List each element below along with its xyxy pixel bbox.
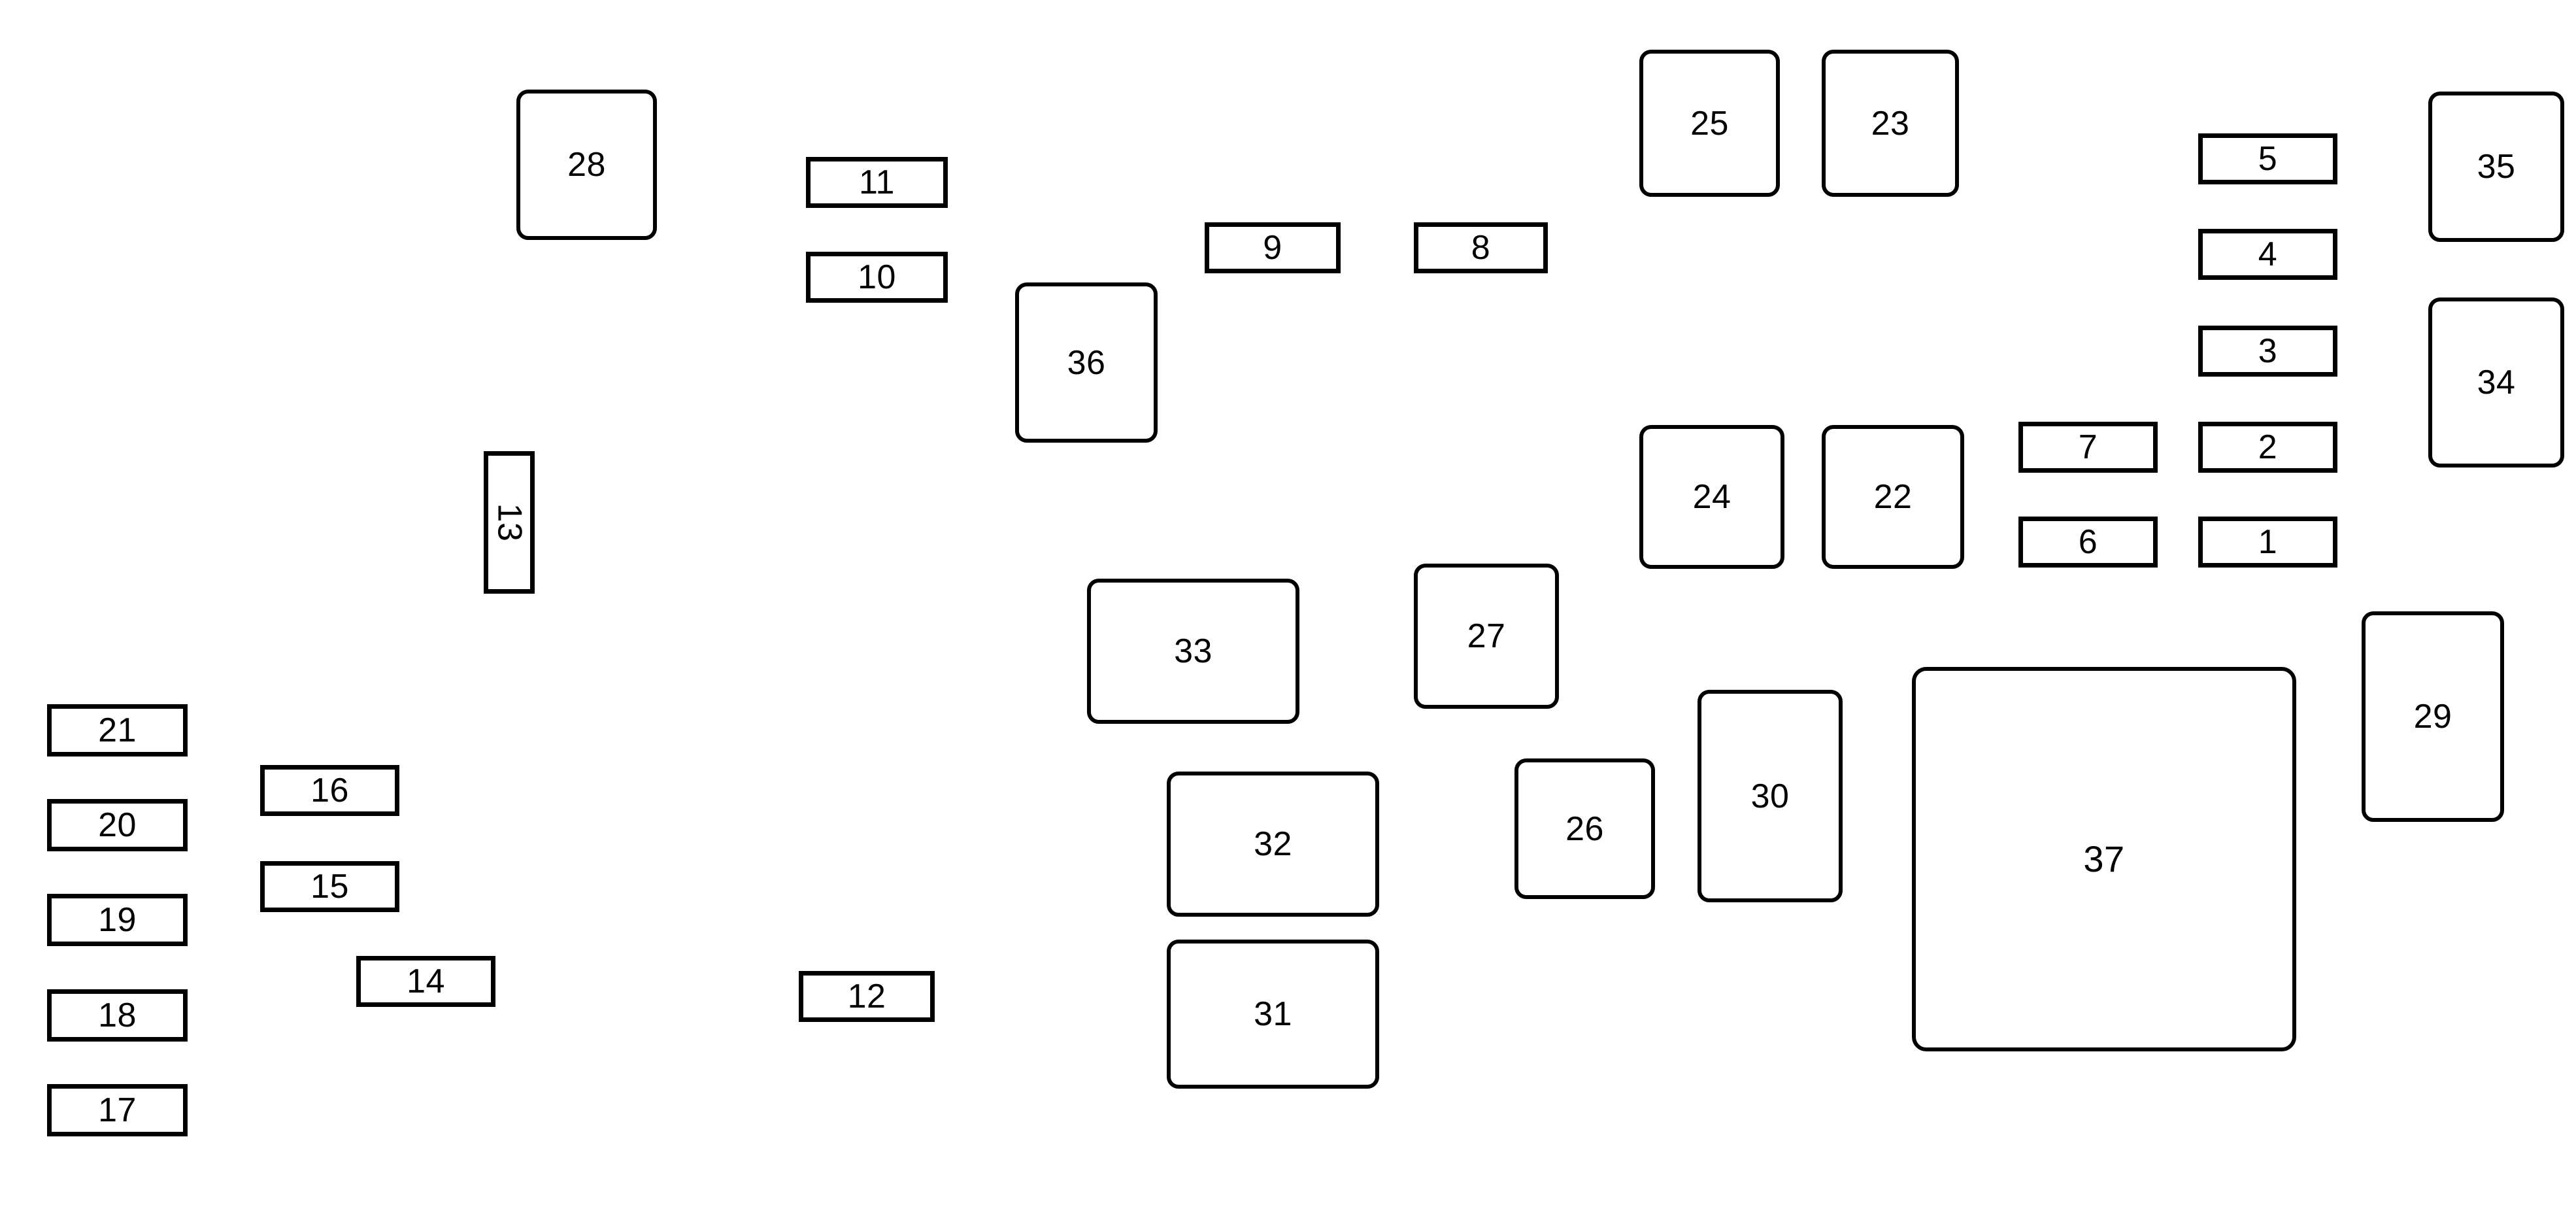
fuse-slot-4[interactable]: 4	[2198, 229, 2337, 280]
fuse-number-label: 16	[310, 772, 349, 809]
fuse-number-label: 30	[1750, 777, 1790, 815]
relay-module-35[interactable]: 35	[2428, 92, 2564, 242]
fuse-number-label: 6	[2078, 523, 2098, 561]
fuse-number-label: 14	[407, 962, 445, 1000]
fuse-number-label: 23	[1871, 104, 1910, 143]
fuse-slot-19[interactable]: 19	[47, 894, 188, 946]
fuse-number-label: 34	[2477, 364, 2516, 401]
relay-module-28[interactable]: 28	[516, 90, 657, 240]
fuse-number-label: 26	[1565, 809, 1604, 848]
fuse-slot-6[interactable]: 6	[2018, 517, 2158, 568]
fuse-slot-2[interactable]: 2	[2198, 422, 2337, 473]
relay-module-26[interactable]: 26	[1514, 758, 1655, 899]
fuse-number-label: 15	[310, 868, 349, 906]
fuse-slot-7[interactable]: 7	[2018, 422, 2158, 473]
relay-module-23[interactable]: 23	[1822, 50, 1959, 197]
fuse-slot-11[interactable]: 11	[806, 157, 948, 208]
fuse-number-label: 27	[1467, 617, 1506, 655]
fuse-number-label: 22	[1873, 478, 1913, 516]
fuse-slot-20[interactable]: 20	[47, 799, 188, 851]
fuse-number-label: 8	[1471, 229, 1491, 267]
relay-module-29[interactable]: 29	[2362, 611, 2504, 822]
relay-module-30[interactable]: 30	[1698, 690, 1843, 902]
fuse-slot-3[interactable]: 3	[2198, 326, 2337, 377]
fuse-number-label: 1	[2258, 523, 2278, 561]
relay-module-36[interactable]: 36	[1015, 282, 1158, 443]
fuse-number-label: 19	[98, 901, 137, 939]
fuse-number-label: 3	[2258, 332, 2278, 370]
fuse-number-label: 5	[2258, 140, 2278, 178]
fuse-number-label: 21	[98, 711, 137, 749]
fuse-number-label: 17	[98, 1091, 137, 1129]
fuse-number-label: 20	[98, 806, 137, 844]
fuse-slot-14[interactable]: 14	[356, 956, 495, 1007]
fuse-number-label: 32	[1254, 825, 1292, 863]
relay-module-27[interactable]: 27	[1414, 564, 1559, 709]
fuse-number-label: 24	[1692, 478, 1731, 516]
fuse-number-label: 13	[490, 503, 528, 542]
fuse-number-label: 7	[2078, 428, 2098, 466]
fuse-number-label: 25	[1690, 104, 1729, 143]
fuse-slot-16[interactable]: 16	[260, 765, 399, 816]
relay-module-34[interactable]: 34	[2428, 298, 2564, 468]
fuse-number-label: 28	[567, 146, 606, 184]
fuse-slot-15[interactable]: 15	[260, 861, 399, 912]
fuse-number-label: 29	[2413, 698, 2452, 736]
fuse-slot-18[interactable]: 18	[47, 989, 188, 1042]
fuse-number-label: 12	[847, 978, 886, 1015]
fuse-number-label: 33	[1174, 632, 1213, 670]
fuse-number-label: 4	[2258, 235, 2278, 273]
fuse-number-label: 37	[2083, 838, 2125, 879]
fuse-slot-8[interactable]: 8	[1414, 222, 1548, 273]
fuse-number-label: 9	[1263, 229, 1282, 267]
fuse-number-label: 11	[859, 163, 895, 201]
fuse-slot-5[interactable]: 5	[2198, 133, 2337, 184]
relay-module-37[interactable]: 37	[1912, 667, 2296, 1051]
relay-module-24[interactable]: 24	[1639, 425, 1784, 569]
fuse-number-label: 2	[2258, 428, 2278, 466]
fuse-slot-17[interactable]: 17	[47, 1084, 188, 1136]
fuse-slot-13[interactable]: 13	[484, 451, 535, 594]
fuse-number-label: 36	[1067, 343, 1106, 382]
fuse-number-label: 10	[858, 258, 896, 296]
relay-module-25[interactable]: 25	[1639, 50, 1780, 197]
relay-module-32[interactable]: 32	[1167, 772, 1379, 917]
fuse-slot-9[interactable]: 9	[1205, 222, 1341, 273]
fuse-number-label: 31	[1254, 995, 1292, 1033]
relay-module-31[interactable]: 31	[1167, 940, 1379, 1089]
fuse-slot-1[interactable]: 1	[2198, 517, 2337, 568]
fuse-slot-12[interactable]: 12	[799, 971, 935, 1022]
fuse-number-label: 18	[98, 996, 137, 1034]
fuse-slot-21[interactable]: 21	[47, 704, 188, 756]
fuse-slot-10[interactable]: 10	[806, 252, 948, 303]
relay-module-33[interactable]: 33	[1087, 579, 1299, 724]
relay-module-22[interactable]: 22	[1822, 425, 1964, 569]
fuse-number-label: 35	[2477, 148, 2516, 186]
